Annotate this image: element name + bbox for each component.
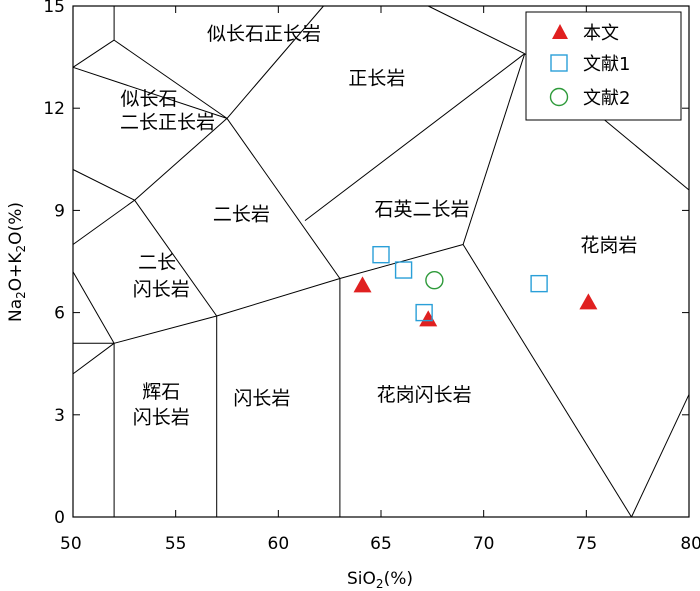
legend-label-2: 文献1 (583, 54, 630, 75)
field-label-8: 闪长岩 (133, 279, 190, 301)
field-boundary-line-3 (631, 394, 690, 518)
field-boundaries (72, 5, 690, 518)
x-tick-label-65: 65 (370, 534, 392, 554)
field-boundary-line-21 (304, 53, 526, 221)
data-point-series1-2 (419, 310, 438, 327)
field-boundary-line-6 (113, 315, 217, 344)
legend-marker-triangle (552, 24, 568, 39)
y-tick-label-9: 9 (54, 201, 65, 221)
field-label-3: 二长正长岩 (120, 112, 215, 134)
data-point-series2-4 (530, 274, 548, 293)
field-label-0: 似长石正长岩 (207, 23, 321, 45)
y-tick-label-12: 12 (43, 99, 65, 119)
field-label-12: 花岗闪长岩 (377, 384, 472, 406)
field-label-6: 花岗岩 (580, 234, 637, 256)
field-boundary-line-13 (72, 169, 135, 201)
legend-box (525, 11, 682, 121)
field-boundary-line-20 (226, 118, 341, 279)
x-tick-label-55: 55 (165, 534, 187, 554)
y-tick-label-15: 15 (43, 0, 65, 17)
field-boundary-line-22 (462, 53, 526, 245)
x-axis-label: SiO2(%) (347, 569, 413, 591)
legend-label-3: 文献2 (583, 88, 630, 109)
x-tick-label-70: 70 (473, 534, 495, 554)
field-label-1: 正长岩 (348, 67, 405, 89)
x-tick-label-50: 50 (60, 534, 82, 554)
y-tick-label-3: 3 (54, 406, 65, 426)
field-boundary-line-4 (72, 342, 115, 375)
legend: 本文 文献1 文献2 (525, 11, 682, 121)
field-boundary-line-9 (462, 244, 632, 518)
legend-marker-square (550, 54, 568, 72)
x-tick-label-75: 75 (576, 534, 598, 554)
field-boundary-line-24 (427, 5, 525, 55)
field-labels: 似长石正长岩正长岩似长石二长正长岩二长岩石英二长岩花岗岩二长闪长岩辉石闪长岩闪长… (120, 23, 637, 428)
field-boundary-line-7 (216, 278, 341, 317)
data-points (353, 245, 598, 327)
field-label-11: 闪长岩 (233, 388, 290, 410)
field-boundary-line-12 (72, 199, 135, 245)
data-point-series2-3 (415, 303, 433, 322)
field-label-9: 辉石 (142, 381, 180, 403)
axis-ticks (72, 5, 690, 518)
legend-label-1: 本文 (583, 23, 619, 44)
data-point-series3-1 (425, 271, 444, 290)
field-boundary-line-18 (226, 5, 324, 119)
field-boundary-line-14 (134, 118, 228, 201)
field-label-4: 二长岩 (213, 204, 270, 226)
y-tick-label-0: 0 (54, 508, 65, 528)
field-label-7: 二长 (138, 251, 176, 273)
data-point-series2-1 (372, 245, 390, 264)
field-boundary-line-11 (134, 199, 218, 317)
field-boundary-line-17 (113, 39, 228, 119)
x-tick-label-60: 60 (268, 534, 290, 554)
field-label-5: 石英二长岩 (375, 199, 470, 221)
field-label-10: 闪长岩 (133, 406, 190, 428)
data-point-series2-2 (394, 261, 413, 279)
tick-labels: 50 55 60 65 70 75 80 0 3 6 9 12 15 (43, 0, 700, 554)
field-boundary-line-15 (72, 39, 115, 68)
field-boundary-line-10 (72, 271, 115, 344)
legend-marker-circle (549, 87, 569, 107)
y-axis-label: Na2O+K2O(%) (6, 202, 28, 322)
data-point-series1-3 (579, 293, 598, 310)
data-point-series1-1 (353, 276, 372, 293)
x-tick-label-80: 80 (680, 534, 700, 554)
field-label-2: 似长石 (120, 88, 177, 110)
y-tick-label-6: 6 (54, 304, 65, 324)
field-boundary-line-19 (72, 66, 228, 119)
